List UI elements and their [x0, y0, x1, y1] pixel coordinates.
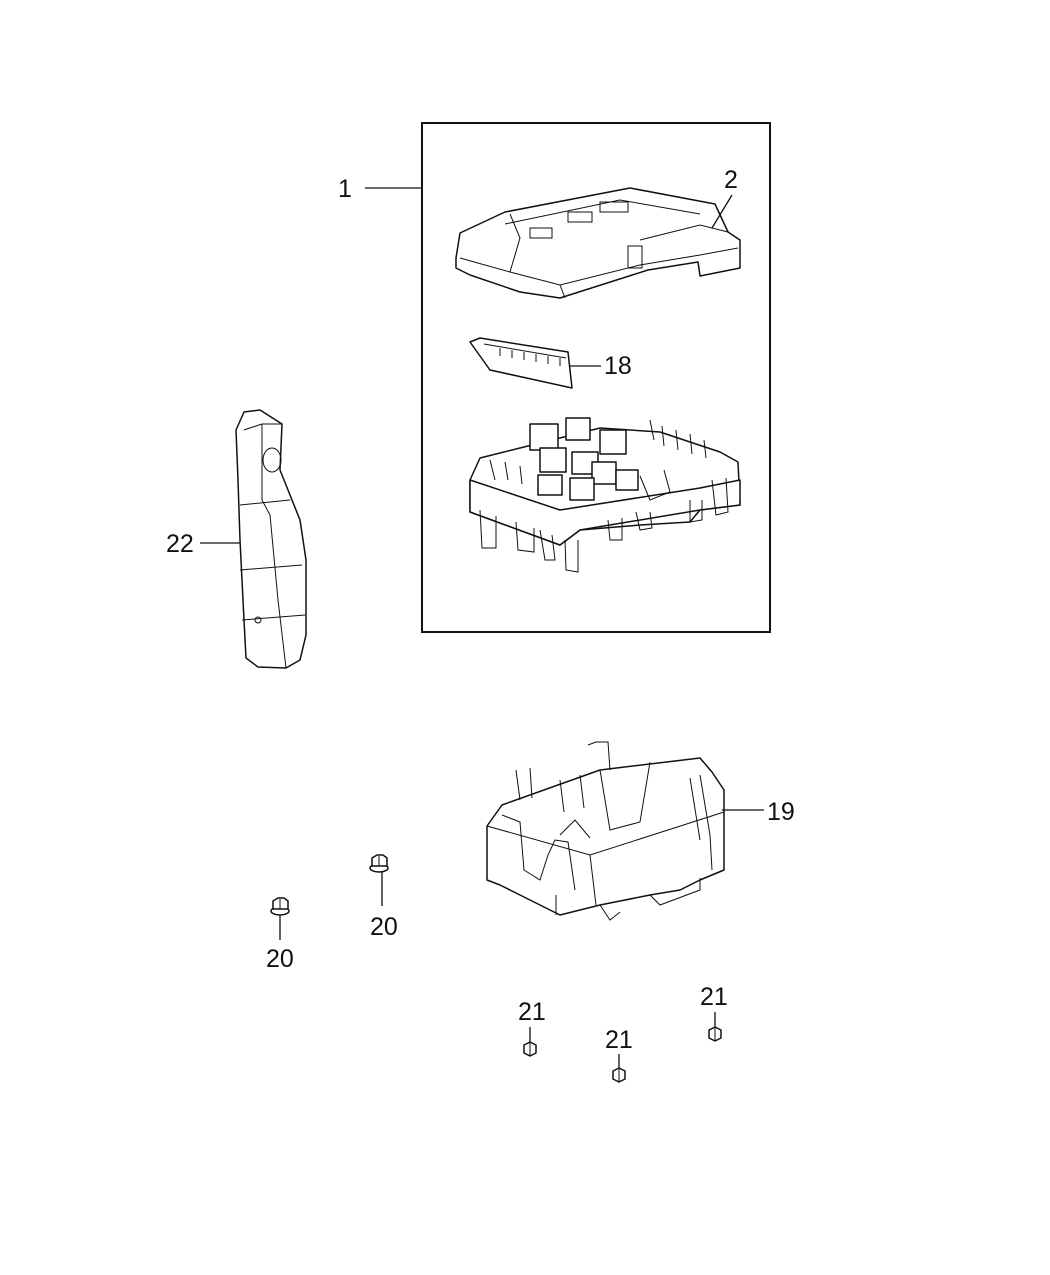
callout-1[interactable]: 1	[338, 175, 421, 203]
callout-2[interactable]: 2	[711, 166, 738, 229]
callout-22[interactable]: 22	[166, 530, 240, 558]
callout-22-label: 22	[166, 530, 194, 558]
callout-1-label: 1	[338, 175, 352, 203]
flange-nut-20a[interactable]	[369, 854, 389, 873]
power-distribution-center[interactable]	[469, 417, 741, 573]
callout-21c[interactable]: 21	[700, 983, 728, 1027]
callout-20a[interactable]: 20	[370, 872, 398, 941]
mounting-bracket[interactable]	[235, 409, 307, 669]
fuse-puller-strip[interactable]	[469, 337, 573, 389]
callout-21b[interactable]: 21	[605, 1026, 633, 1068]
fuse-box-cover[interactable]	[455, 187, 741, 299]
callout-20b-label: 20	[266, 945, 294, 973]
hex-nut-21b[interactable]	[612, 1067, 626, 1083]
callout-18-label: 18	[604, 352, 632, 380]
callout-19-label: 19	[767, 798, 795, 826]
assembly-frame	[421, 122, 771, 633]
callout-2-label: 2	[724, 166, 738, 194]
flange-nut-20b[interactable]	[270, 897, 290, 916]
callout-21a[interactable]: 21	[518, 998, 546, 1042]
callout-19[interactable]: 19	[722, 798, 795, 826]
callout-20a-label: 20	[370, 913, 398, 941]
callout-2-leader	[711, 194, 733, 229]
callout-21b-label: 21	[605, 1026, 633, 1054]
callout-21c-label: 21	[700, 983, 728, 1011]
callout-20b[interactable]: 20	[266, 915, 294, 973]
hex-nut-21a[interactable]	[523, 1041, 537, 1057]
callout-21a-label: 21	[518, 998, 546, 1026]
hex-nut-21c[interactable]	[708, 1026, 722, 1042]
fuse-box-tray[interactable]	[486, 741, 725, 921]
callout-18[interactable]: 18	[570, 352, 632, 380]
